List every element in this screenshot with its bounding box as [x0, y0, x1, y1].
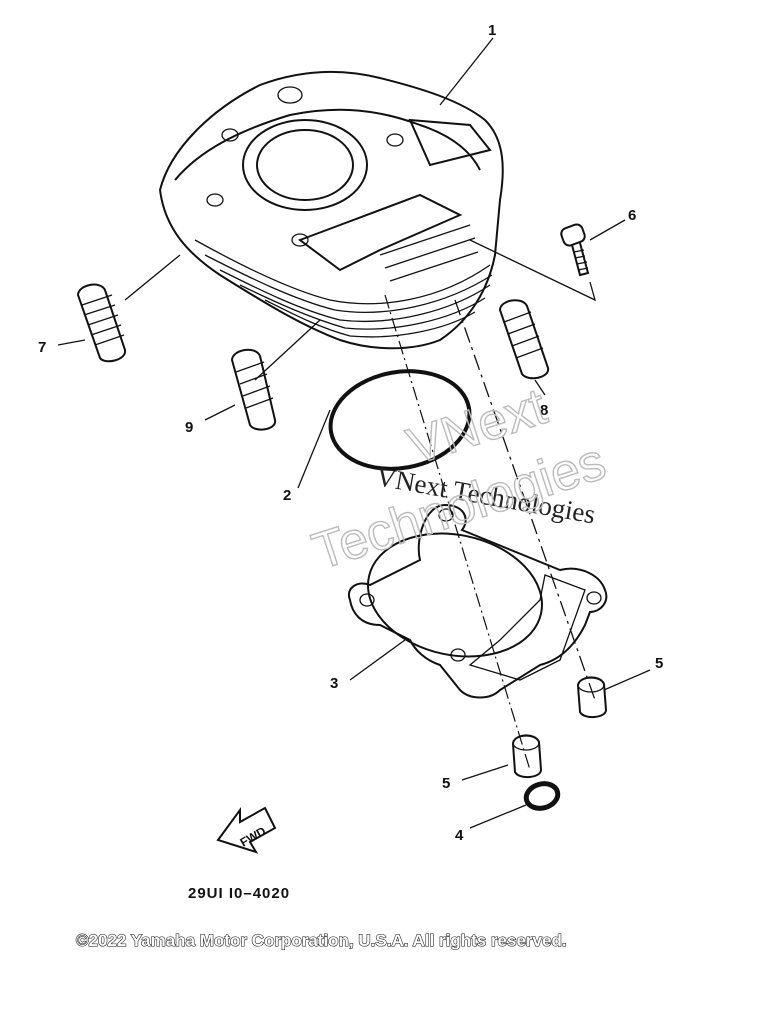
dowel-pin-7 — [76, 283, 127, 363]
o-ring — [328, 369, 472, 471]
dowel-5b — [511, 734, 543, 778]
dowel-5a — [576, 676, 608, 718]
callout-2: 2 — [283, 487, 291, 504]
bolt — [560, 223, 590, 277]
fwd-arrow-icon: FWD — [216, 806, 277, 854]
gasket — [347, 503, 608, 699]
callout-3: 3 — [330, 675, 338, 692]
dowel-pin-9 — [230, 348, 277, 431]
dowel-pin-8 — [498, 299, 550, 380]
callout-8: 8 — [540, 402, 548, 419]
callout-6: 6 — [628, 207, 636, 224]
callout-5b: 5 — [442, 775, 450, 792]
callout-1: 1 — [488, 22, 496, 39]
copyright-notice: ©2022 Yamaha Motor Corporation, U.S.A. A… — [76, 931, 567, 950]
callout-7: 7 — [38, 339, 46, 356]
cylinder — [158, 70, 504, 350]
drawing-code: 29UI I0–4020 — [188, 885, 290, 902]
callout-5a: 5 — [655, 655, 663, 672]
callout-9: 9 — [185, 419, 193, 436]
callout-4: 4 — [455, 827, 464, 844]
small-o-ring — [523, 781, 561, 811]
